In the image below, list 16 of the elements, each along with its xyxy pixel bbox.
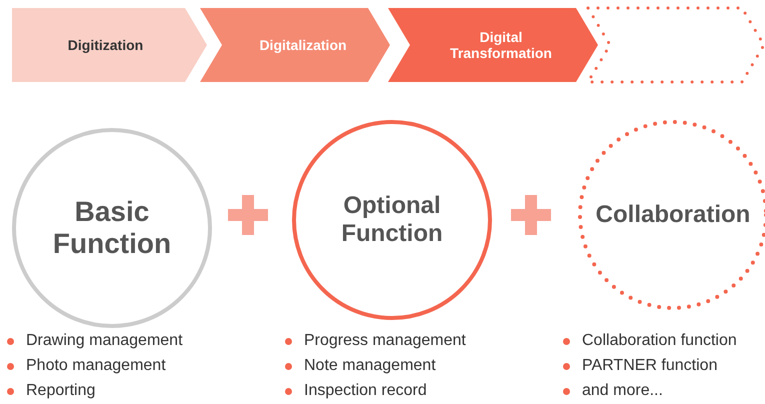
list-item: Note management	[304, 357, 436, 375]
list-item: and more...	[582, 382, 663, 400]
node-label: Basic Function	[52, 196, 172, 260]
node-label: Digitalization	[259, 37, 347, 53]
dotted-chevron-step	[588, 8, 764, 82]
node-label: Collaboration	[594, 201, 752, 229]
node-label: Optional Function	[340, 192, 444, 248]
list-item: Progress management	[304, 332, 466, 350]
list-item: Photo management	[26, 357, 166, 375]
list-item: Collaboration function	[582, 332, 737, 350]
node-label: Digital Transformation	[449, 29, 553, 61]
list-item: Inspection record	[304, 382, 427, 400]
list-item: PARTNER function	[582, 357, 718, 375]
list-item: Drawing management	[26, 332, 183, 350]
list-item: Reporting	[26, 382, 96, 400]
node-label: Digitization	[68, 37, 144, 53]
